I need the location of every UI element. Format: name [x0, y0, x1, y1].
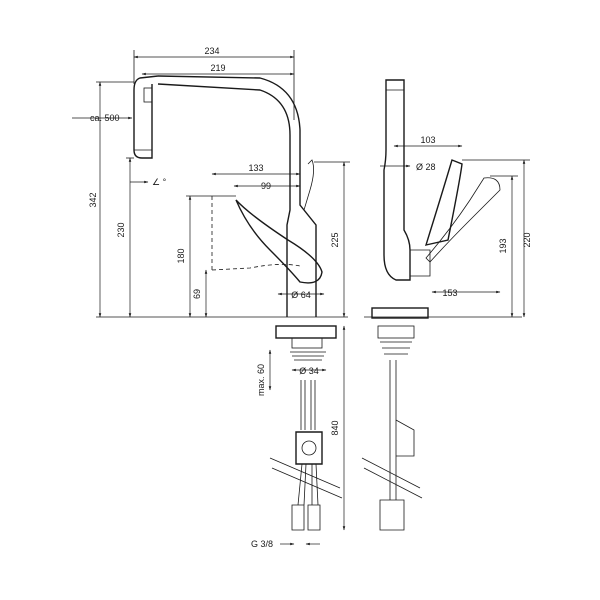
side-nut	[377, 325, 415, 339]
label-overall-height: 342	[88, 192, 98, 207]
front-view	[96, 75, 348, 531]
lever-open-position	[211, 264, 301, 271]
lever-back-position	[303, 159, 314, 211]
side-spout	[383, 79, 411, 281]
supply-hose-lower	[297, 463, 319, 506]
side-lever-alt	[425, 177, 501, 263]
mounting-nut	[291, 337, 323, 349]
label-hole-diameter: Ø 34	[299, 366, 319, 376]
label-aerator-height: 69	[192, 289, 202, 299]
faucet-body	[157, 75, 317, 317]
label-swivel-angle: ∠ °	[152, 177, 167, 187]
side-base-plate	[371, 307, 429, 319]
dimension-lines	[72, 50, 530, 546]
label-side-height-1: 193	[498, 238, 508, 253]
label-handle-clearance: 180	[176, 248, 186, 263]
label-connection: G 3/8	[251, 539, 273, 549]
hose-connector-right	[307, 504, 321, 531]
hose-connector-left	[291, 504, 305, 531]
label-spout-height: 230	[116, 222, 126, 237]
label-side-diameter: Ø 28	[416, 162, 436, 172]
side-connector	[379, 499, 405, 531]
label-hose-extension: ca. 500	[90, 113, 120, 123]
side-lever	[424, 159, 463, 246]
label-max-deck: max. 60	[256, 364, 266, 396]
supply-hose-left	[300, 380, 306, 430]
side-thread	[380, 341, 412, 355]
mounting-thread	[290, 351, 326, 361]
label-spout-reach: 219	[210, 63, 225, 73]
side-regulator	[395, 419, 415, 457]
label-handle-offset: 99	[261, 181, 271, 191]
label-side-height-2: 220	[522, 232, 532, 247]
base-plate	[275, 325, 337, 339]
label-body-diameter: Ø 64	[291, 290, 311, 300]
side-body	[410, 249, 431, 277]
label-side-offset: 103	[420, 135, 435, 145]
countertop-section	[269, 457, 343, 499]
supply-hose-right	[310, 380, 316, 430]
dimension-labels: 234 219 ca. 500 ∠ ° 342 230 133 99 180 6…	[88, 46, 532, 549]
label-lever-height: 225	[330, 232, 340, 247]
side-countertop	[361, 457, 423, 499]
side-view	[361, 79, 522, 531]
label-side-lever-width: 153	[442, 288, 457, 298]
spout-button	[143, 87, 153, 103]
flow-regulator	[295, 431, 323, 465]
side-hose	[389, 360, 397, 500]
flow-regulator-knob	[301, 440, 317, 456]
lever-handle	[235, 199, 323, 284]
label-hose-length: 840	[330, 420, 340, 435]
label-total-reach: 234	[204, 46, 219, 56]
label-handle-reach: 133	[248, 163, 263, 173]
